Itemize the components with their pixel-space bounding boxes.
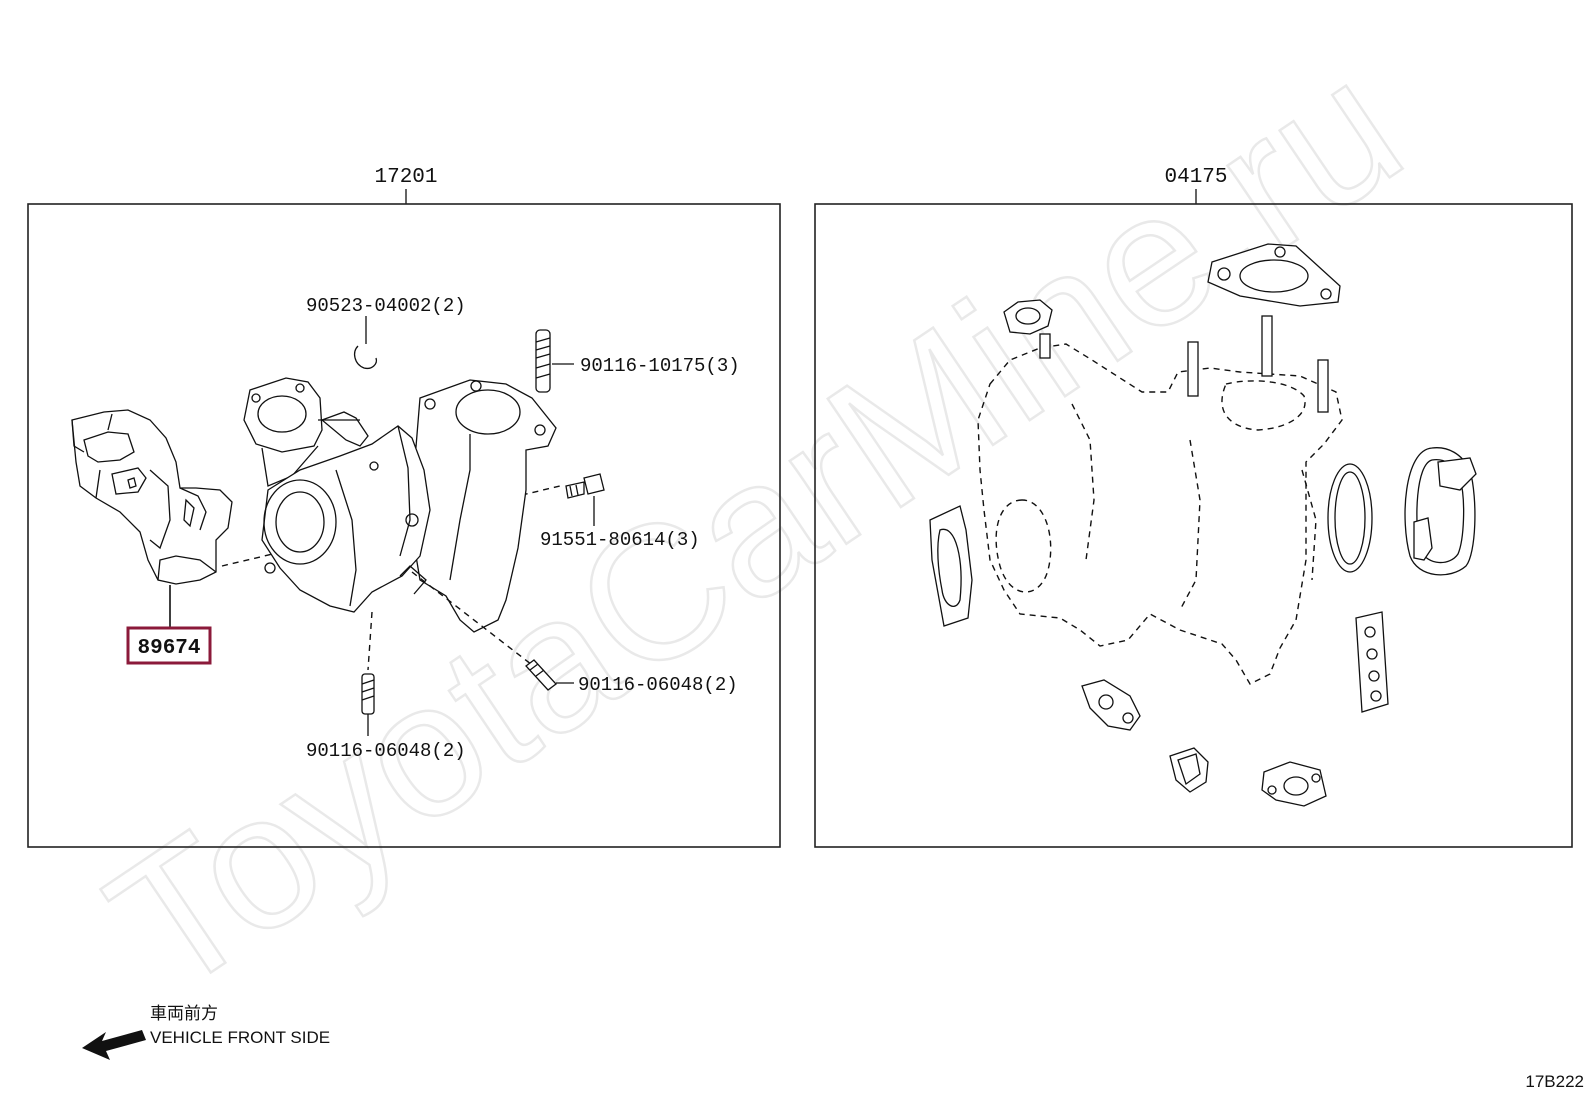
highlighted-part-box[interactable] (126, 626, 212, 665)
diagram-code: 17B222 (1525, 1072, 1584, 1091)
union-fitting[interactable] (1169, 747, 1209, 793)
turbo-assembly-frame (27, 203, 781, 848)
stud-bottom-dash-line (367, 611, 373, 671)
vehicle-front-label-en: VEHICLE FRONT SIDE (150, 1028, 330, 1047)
small-oil-gasket-top[interactable] (1003, 299, 1053, 335)
inlet-flange-gasket[interactable] (929, 505, 973, 627)
callout-90116-06048-bottom[interactable]: 90116-06048(2) (306, 740, 466, 762)
actuator-part-drawing[interactable] (71, 409, 233, 585)
vehicle-front-arrow-icon (82, 1030, 146, 1060)
v-band-clamp[interactable] (1404, 447, 1477, 576)
vehicle-front-label-jp: 車両前方 (150, 1004, 218, 1023)
assembly-number-04175[interactable]: 04175 (1164, 166, 1227, 189)
callout-90523-04002[interactable]: 90523-04002(2) (306, 295, 466, 317)
short-stud-right-drawing[interactable] (525, 659, 557, 691)
callout-91551-80614[interactable]: 91551-80614(3) (540, 529, 700, 551)
oil-inlet-gasket[interactable] (1081, 679, 1141, 731)
highlighted-part-number[interactable]: 89674 (137, 637, 200, 660)
assembly-number-17201[interactable]: 17201 (374, 166, 437, 189)
callout-90116-06048-right[interactable]: 90116-06048(2) (578, 674, 738, 696)
oil-outlet-gasket[interactable] (1261, 761, 1327, 807)
gasket-kit-frame (814, 203, 1573, 848)
four-hole-gasket[interactable] (1355, 611, 1389, 713)
ring-gasket[interactable] (1327, 463, 1373, 573)
bolt-part-drawing[interactable] (565, 473, 605, 499)
turbocharger-drawing[interactable] (243, 377, 557, 633)
stud-dash-line (411, 571, 537, 669)
turbo-outline-reference (977, 315, 1343, 685)
stud-part-drawing[interactable] (535, 329, 551, 393)
triangle-flange-gasket[interactable] (1207, 243, 1341, 307)
callout-90116-10175[interactable]: 90116-10175(3) (580, 355, 740, 377)
short-stud-bottom-drawing[interactable] (361, 673, 375, 715)
clip-part-drawing[interactable] (353, 345, 378, 370)
